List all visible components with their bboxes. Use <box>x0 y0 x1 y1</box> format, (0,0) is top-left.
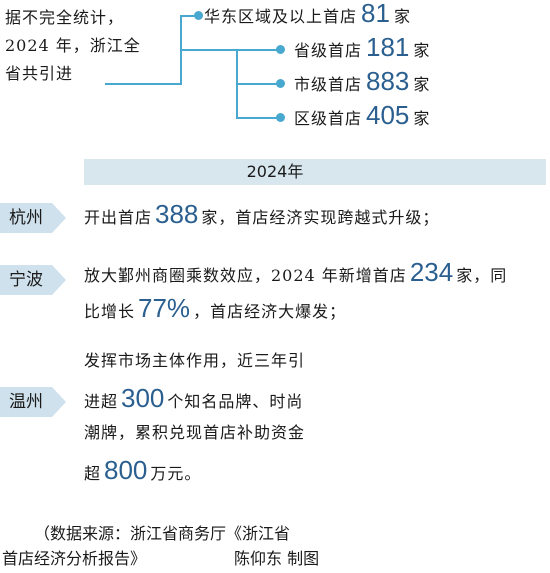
tree-district-label: 区级首店 <box>294 109 363 128</box>
arrow-hangzhou <box>52 203 66 233</box>
hangzhou-text-b: 家，首店经济实现跨越式升级； <box>201 208 440 227</box>
intro-line-1: 据不完全统计， <box>5 8 125 27</box>
wenzhou-text-4b: 万元。 <box>150 464 202 483</box>
wenzhou-text-2a: 进超 <box>84 392 119 411</box>
city-label-hangzhou: 杭州 <box>0 203 52 233</box>
tree-city-value: 883 <box>366 66 410 96</box>
tree-province: 省级首店 181 家 <box>294 32 430 68</box>
paragraph-hangzhou: 开出首店 388 家，首店经济实现跨越式升级； <box>84 199 544 235</box>
wenzhou-text-2b: 个知名品牌、时尚 <box>167 392 304 411</box>
source-line-1: （数据来源：浙江省商务厅《浙江省 <box>34 524 291 543</box>
tree-district: 区级首店 405 家 <box>294 100 430 136</box>
tree-district-value: 405 <box>366 100 410 130</box>
ningbo-text-2b: ，首店经济大爆发； <box>193 302 347 321</box>
wenzhou-number-1: 300 <box>121 383 165 413</box>
year-band <box>84 159 546 185</box>
ningbo-number-1: 234 <box>409 257 454 287</box>
tree-province-unit: 家 <box>413 41 431 60</box>
intro-line-2: 2024 年，浙江全 <box>5 36 141 55</box>
wenzhou-text-1: 发挥市场主体作用，近三年引 <box>84 351 306 370</box>
tree-province-value: 181 <box>366 32 410 62</box>
intro-text: 据不完全统计， 2024 年，浙江全 省共引进 <box>5 4 155 88</box>
source-line-2: 首店经济分析报告》 <box>2 549 147 568</box>
hangzhou-number: 388 <box>155 199 199 229</box>
connector-to-total <box>180 15 198 17</box>
connector-dot-district <box>276 113 285 122</box>
tree-city-label: 市级首店 <box>294 75 363 94</box>
connector-main-horizontal <box>105 83 180 85</box>
connector-dot-city <box>276 79 285 88</box>
ningbo-text-2a: 比增长 <box>84 302 136 321</box>
wenzhou-text-3: 潮牌，累积兑现首店补助资金 <box>84 423 306 442</box>
ningbo-text-1a: 放大鄞州商圈乘数效应，2024 年新增首店 <box>84 266 407 285</box>
hangzhou-text-a: 开出首店 <box>84 208 153 227</box>
tree-city: 市级首店 883 家 <box>294 66 430 102</box>
paragraph-wenzhou: 发挥市场主体作用，近三年引 进超 300 个知名品牌、时尚 潮牌，累积兑现首店补… <box>84 347 544 491</box>
city-label-ningbo: 宁波 <box>0 265 52 295</box>
connector-sub-horizontal <box>180 49 237 51</box>
ningbo-number-2: 77% <box>138 293 191 323</box>
wenzhou-text-4a: 超 <box>84 464 102 483</box>
paragraph-ningbo: 放大鄞州商圈乘数效应，2024 年新增首店 234 家，同 比增长 77% ，首… <box>84 257 544 329</box>
connector-to-city <box>236 83 280 85</box>
ningbo-text-1b: 家，同 <box>456 266 508 285</box>
tree-total: 华东区域及以上首店 81 家 <box>204 0 411 34</box>
tree-province-label: 省级首店 <box>294 41 363 60</box>
tree-city-unit: 家 <box>413 75 431 94</box>
arrow-ningbo <box>52 265 66 295</box>
connector-to-district <box>236 117 280 119</box>
tree-total-unit: 家 <box>393 7 411 26</box>
connector-dot-province <box>276 45 285 54</box>
wenzhou-number-2: 800 <box>104 455 148 485</box>
year-band-label: 2024年 <box>246 162 304 181</box>
tree-total-value: 81 <box>361 0 390 28</box>
city-label-wenzhou: 温州 <box>0 387 52 417</box>
tree-total-label: 华东区域及以上首店 <box>204 7 358 26</box>
connector-dot-total <box>194 11 203 20</box>
arrow-wenzhou <box>52 387 66 417</box>
tree-district-unit: 家 <box>413 109 431 128</box>
credit: 陈仰东 制图 <box>234 549 320 568</box>
connector-to-province <box>236 49 280 51</box>
intro-line-3: 省共引进 <box>5 64 74 83</box>
